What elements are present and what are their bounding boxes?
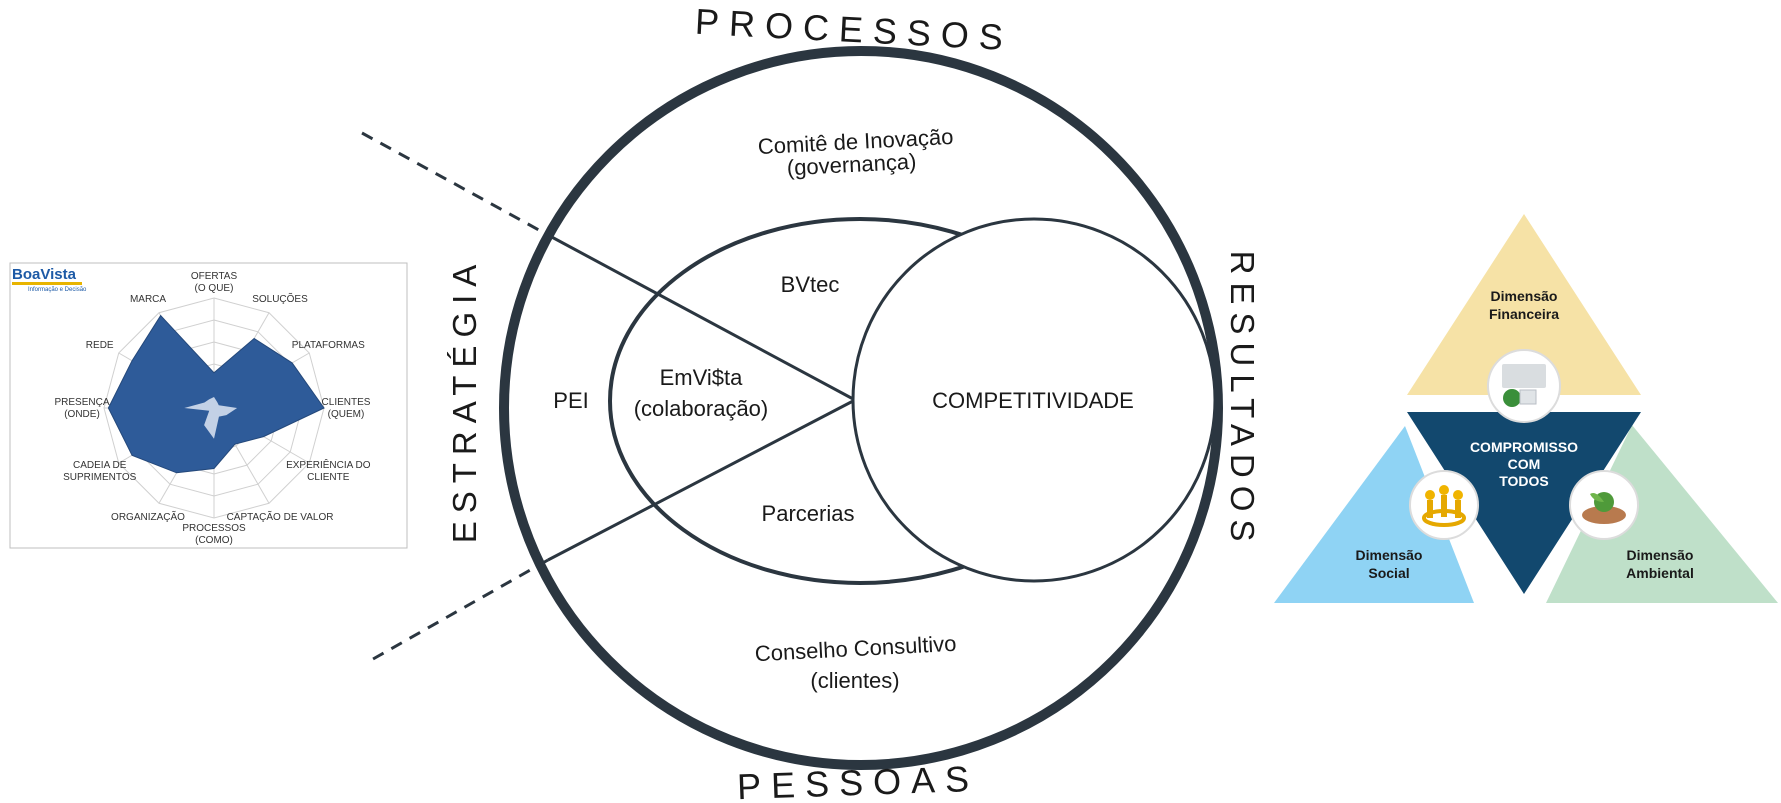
- radar-axis-label-line: CADEIA DE: [73, 460, 127, 471]
- radar-axis-label-line: SOLUÇÕES: [252, 292, 308, 305]
- radar-axis-label-line: CAPTAÇÃO DE VALOR: [227, 510, 334, 523]
- plant-in-hands-icon: [1569, 470, 1639, 540]
- radar-axis-label: SOLUÇÕES: [252, 292, 308, 305]
- label-center-1: COMPROMISSO: [1470, 439, 1578, 455]
- outer-circle: [499, 46, 1223, 770]
- label-parcerias: Parcerias: [762, 501, 855, 526]
- wedge-line-lower: [547, 398, 856, 562]
- radar-axis-label: REDE: [86, 340, 114, 351]
- label-processos: PROCESSOS: [694, 1, 1014, 59]
- radar-logo-bar: [12, 282, 82, 285]
- triangle-social: [1274, 426, 1474, 603]
- label-estrategia: ESTRATÉGIA: [446, 257, 483, 544]
- label-emvista: EmVi$ta: [660, 365, 744, 390]
- label-pessoas: PESSOAS: [736, 758, 979, 803]
- radar-panel: BoaVista Informação e Decisão OFERTAS(O …: [9, 262, 408, 549]
- radar-axis-label-line: (O QUE): [195, 283, 234, 294]
- label-center-2: COM: [1508, 456, 1541, 472]
- label-environmental-1: Dimensão: [1627, 547, 1694, 563]
- radar-axis-label: ORGANIZAÇÃO: [111, 510, 185, 523]
- radar-axis-label-line: OFERTAS: [191, 271, 238, 282]
- radar-axis-label: PROCESSOS(COMO): [182, 523, 246, 546]
- dashed-line-upper: [361, 131, 549, 237]
- radar-axis-label: OFERTAS(O QUE): [191, 271, 238, 294]
- label-environmental-2: Ambiental: [1626, 565, 1694, 581]
- label-pei: PEI: [553, 388, 588, 413]
- label-clientes: (clientes): [810, 668, 899, 693]
- sustainability-triangle: Dimensão Financeira Dimensão Social Dime…: [1274, 214, 1778, 603]
- radar-axis-label-line: ORGANIZAÇÃO: [111, 510, 185, 523]
- radar-axis-label: PRESENÇA(ONDE): [54, 397, 109, 420]
- triangle-environmental: [1546, 425, 1778, 603]
- triangle-center: [1407, 412, 1641, 594]
- label-financial-1: Dimensão: [1491, 288, 1558, 304]
- label-competitividade: COMPETITIVIDADE: [932, 388, 1134, 413]
- label-resultados: RESULTADOS: [1224, 251, 1261, 550]
- central-diagram: [361, 46, 1223, 770]
- label-colaboracao: (colaboração): [634, 396, 769, 421]
- radar-axis-label-line: EXPERIÊNCIA DO: [286, 458, 371, 471]
- radar-axis-label-line: PROCESSOS: [182, 523, 246, 534]
- radar-axis-label-line: SUPRIMENTOS: [63, 472, 136, 483]
- label-financial-2: Financeira: [1489, 306, 1559, 322]
- label-bvtec: BVtec: [781, 272, 840, 297]
- radar-axis-labels: OFERTAS(O QUE) SOLUÇÕES PLATAFORMAS CLIENTE…: [54, 271, 370, 546]
- radar-axis-label-line: PLATAFORMAS: [292, 340, 365, 351]
- dashed-line-lower: [365, 558, 549, 665]
- radar-logo-subtitle: Informação e Decisão: [28, 287, 87, 293]
- radar-outer-series: [107, 314, 325, 474]
- label-center-3: TODOS: [1499, 473, 1549, 489]
- radar-axis-label: PLATAFORMAS: [292, 340, 365, 351]
- competitiveness-circle: [851, 217, 1217, 583]
- radar-logo: BoaVista: [12, 266, 77, 283]
- radar-axis-label-line: MARCA: [130, 294, 166, 305]
- radar-axis-label-line: PRESENÇA: [54, 397, 109, 408]
- triangle-financial: [1407, 214, 1641, 395]
- radar-inner-series: [184, 397, 238, 439]
- radar-axis-label: CLIENTES(QUEM): [322, 397, 371, 420]
- radar-axis-label-line: REDE: [86, 340, 114, 351]
- radar-axis-label: CAPTAÇÃO DE VALOR: [227, 510, 334, 523]
- radar-axis-label-line: (QUEM): [328, 409, 365, 420]
- label-social-1: Dimensão: [1356, 547, 1423, 563]
- label-social-2: Social: [1368, 565, 1409, 581]
- label-conselho: Conselho Consultivo: [754, 631, 957, 667]
- people-circle-icon: [1409, 470, 1479, 540]
- radar-axis-label-line: (ONDE): [64, 409, 100, 420]
- wedge-line-upper: [547, 233, 856, 402]
- radar-axis-label: MARCA: [130, 294, 166, 305]
- radar-axis-label-line: CLIENTES: [322, 397, 371, 408]
- radar-axis-label-line: CLIENTE: [307, 472, 350, 483]
- money-icon: [1487, 349, 1561, 423]
- radar-axis-label-line: (COMO): [195, 535, 233, 546]
